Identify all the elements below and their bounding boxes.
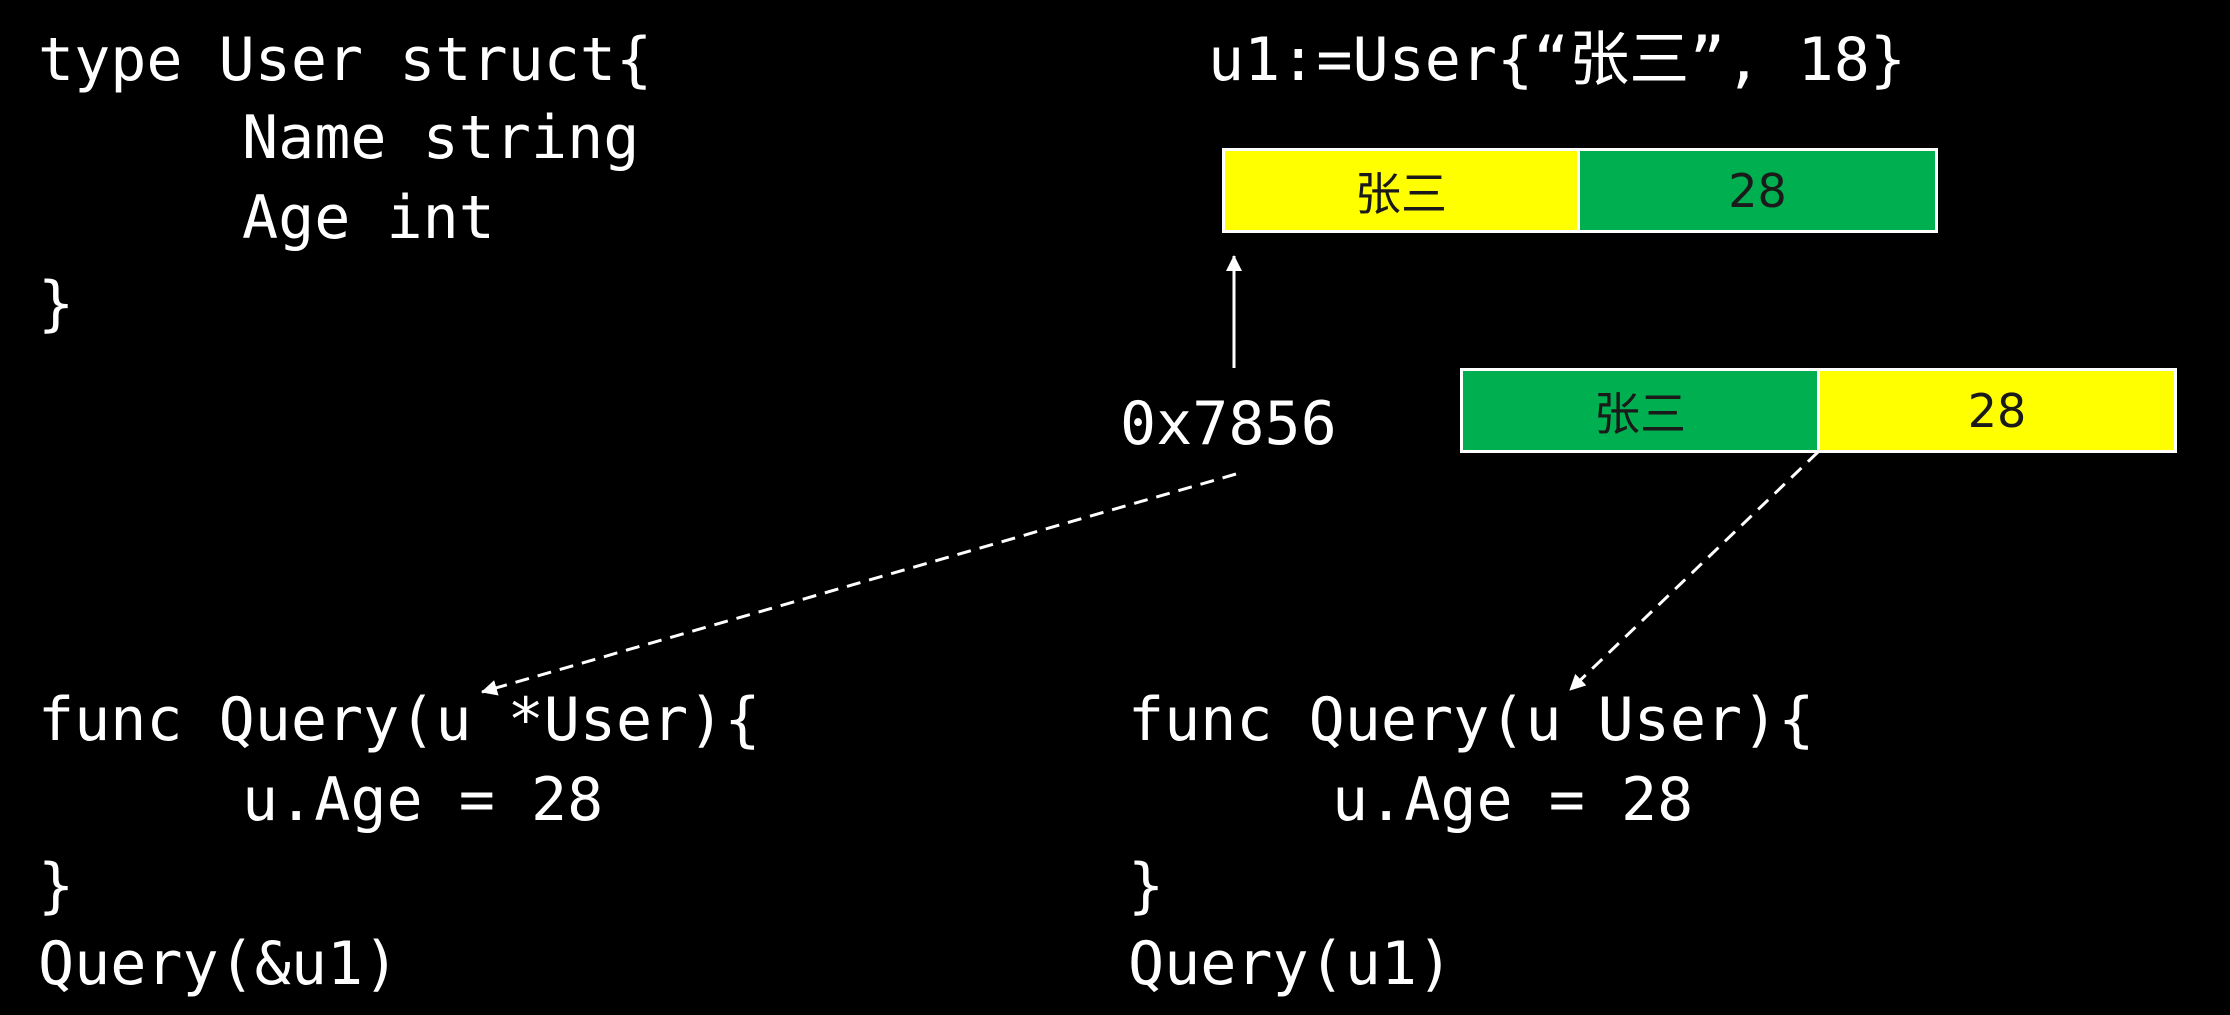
value-func-line-1: func Query(u User){ [1128,685,1815,755]
original-age-value: 28 [1728,163,1787,218]
struct-def-line-1: type User struct{ [38,25,653,95]
copy-name-value: 张三 [1594,386,1686,441]
copy-arg-dashed-arrow [1568,450,1820,692]
pointer-func-line-3: } [38,851,75,921]
copy-name-cell: 张三 [1460,368,1820,453]
struct-def-line-3: Age int [242,183,495,253]
pointer-arg-dashed-arrow [481,472,1237,696]
pointer-func-line-2: u.Age = 28 [242,765,604,835]
original-age-cell: 28 [1577,148,1938,233]
address-label: 0x7856 [1120,389,1337,459]
original-name-value: 张三 [1355,166,1447,221]
value-func-line-2: u.Age = 28 [1332,765,1694,835]
value-func-line-3: } [1128,851,1165,921]
copy-age-value: 28 [1967,383,2027,438]
pointer-func-line-1: func Query(u *User){ [38,685,761,755]
copy-age-cell: 28 [1817,368,2177,453]
struct-def-line-4: } [38,269,75,339]
value-func-call: Query(u1) [1128,929,1454,999]
pointer-func-call: Query(&u1) [38,929,400,999]
init-statement: u1:=User{“张三”, 18} [1208,25,1906,95]
original-name-cell: 张三 [1222,148,1580,233]
struct-def-line-2: Name string [242,103,640,173]
